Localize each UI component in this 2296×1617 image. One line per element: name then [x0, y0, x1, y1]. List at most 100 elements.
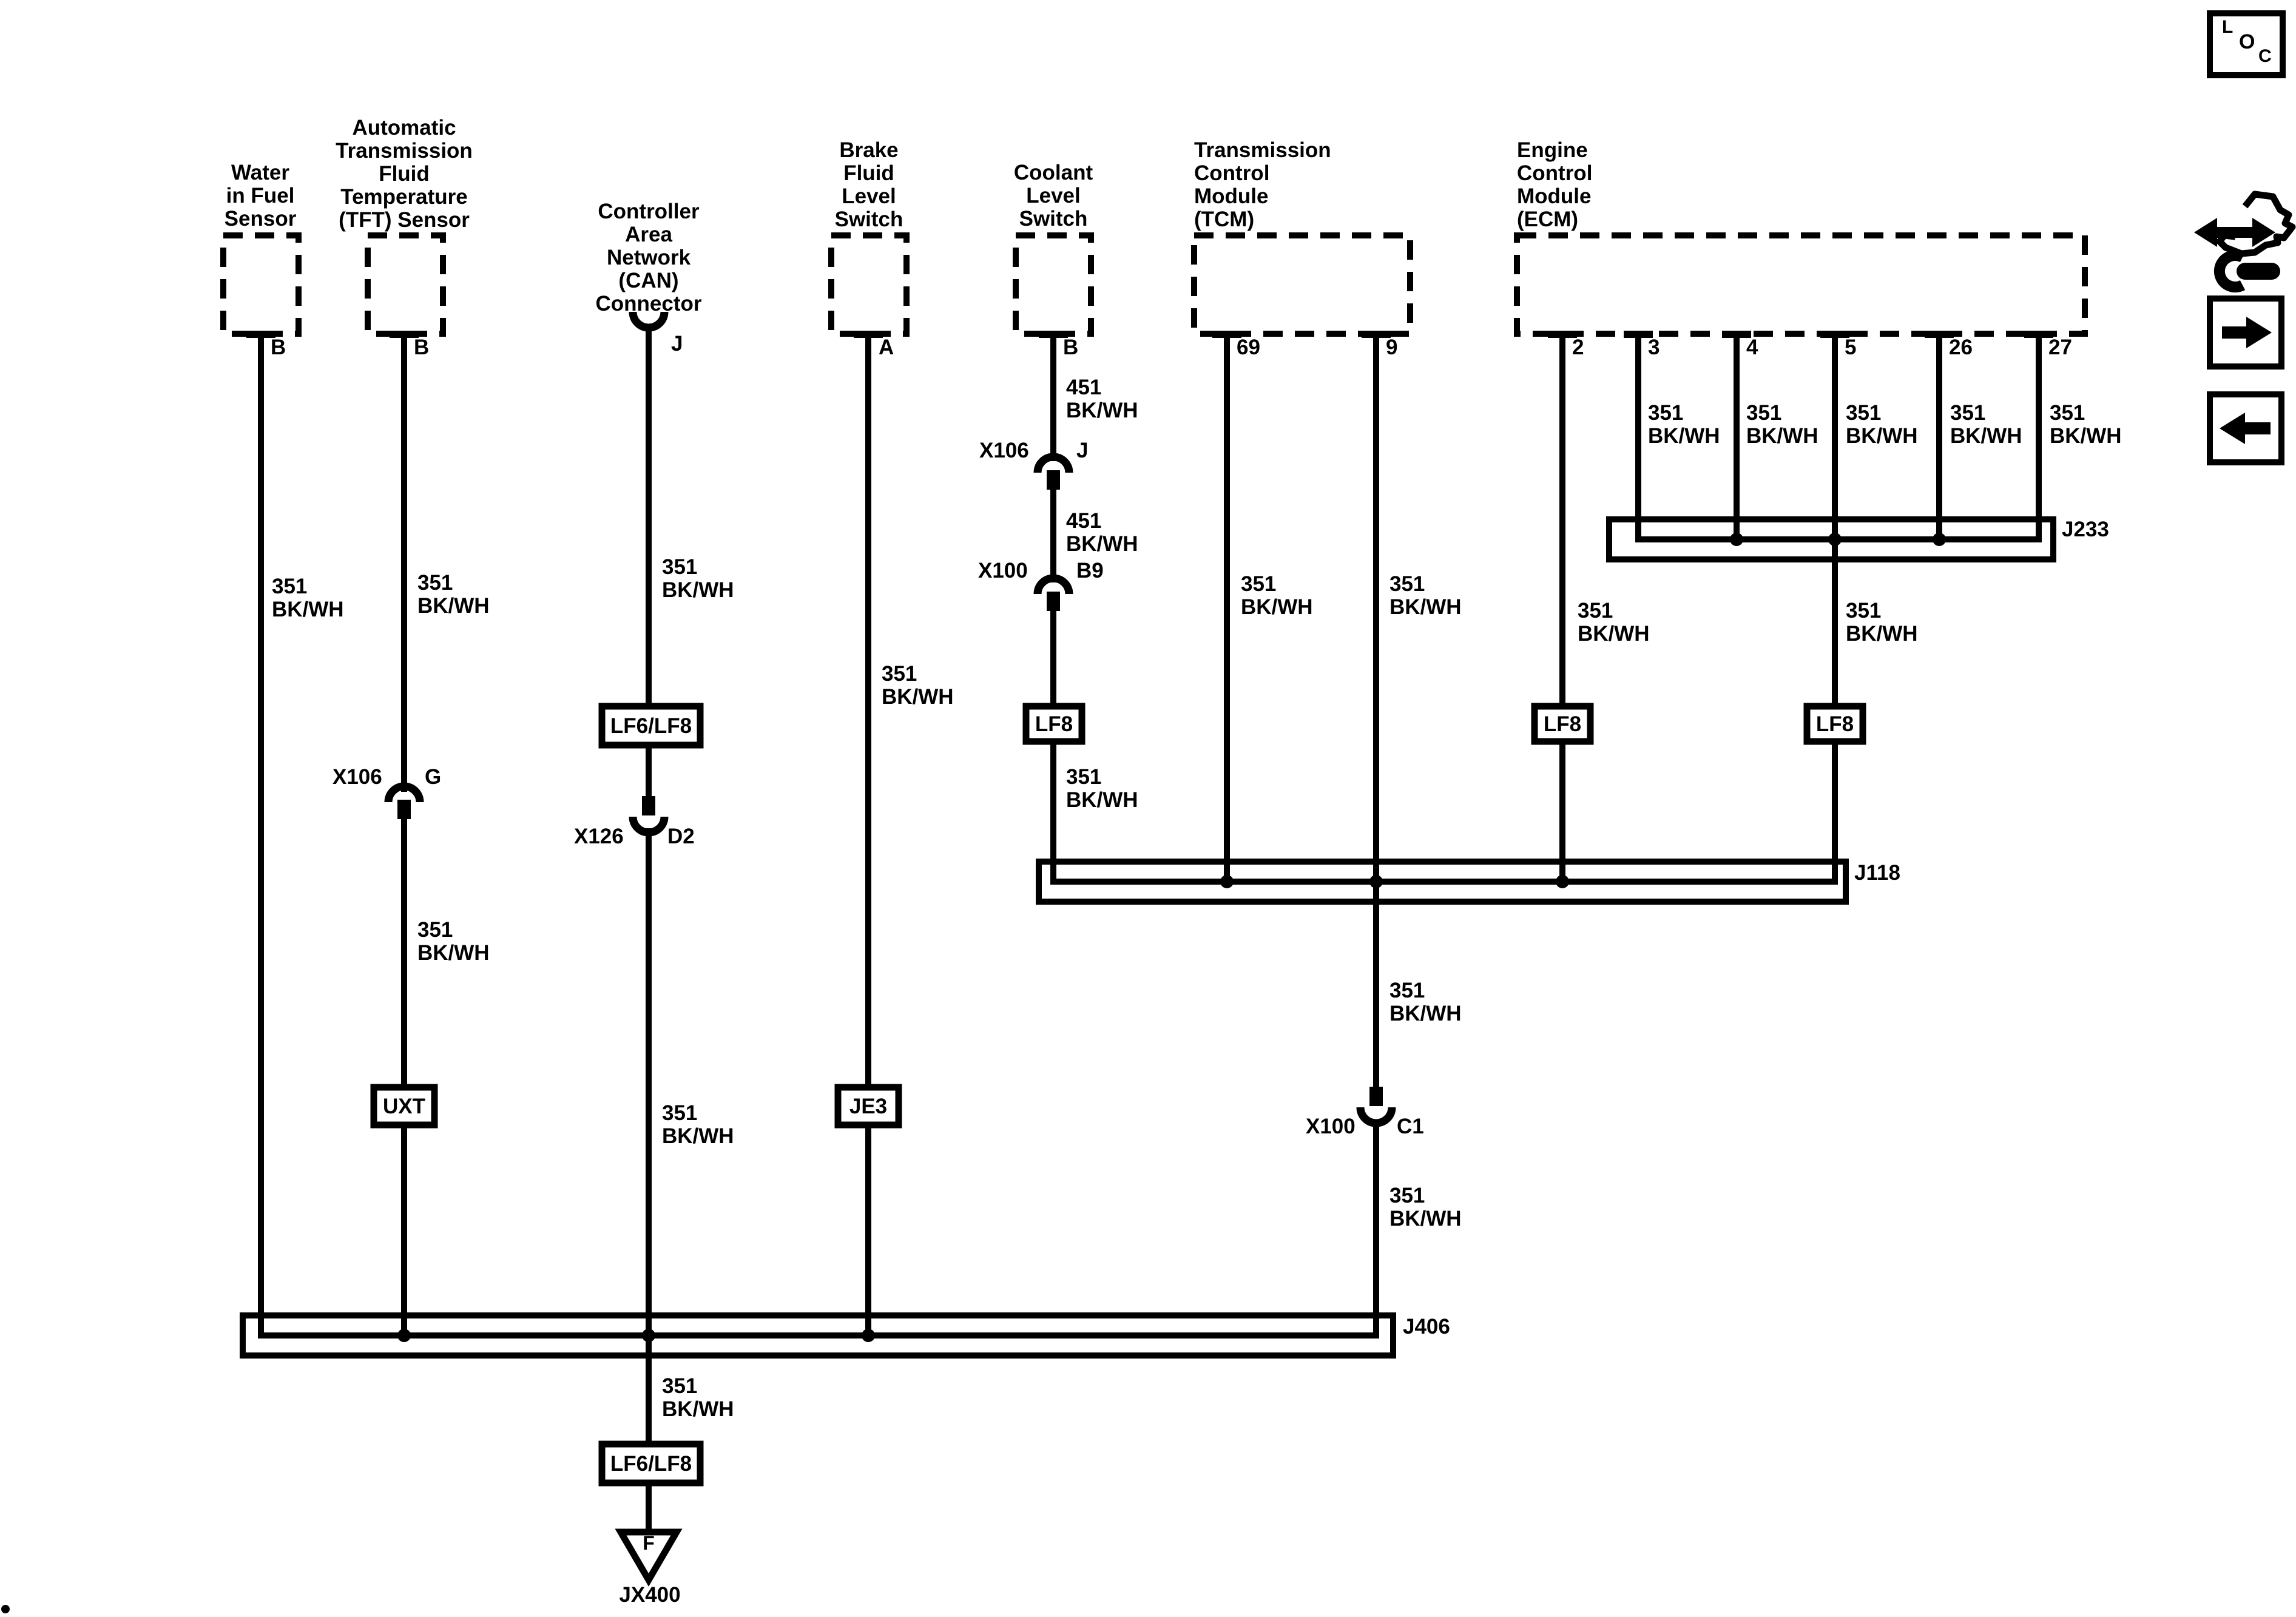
splice-boxes	[370, 703, 1866, 1487]
splice-box-lf8-ecm2	[1531, 703, 1594, 745]
connector-label-x100: X100	[1306, 1115, 1356, 1138]
bus-label-j406: J406	[1403, 1315, 1450, 1338]
pin-ecm-27: 27	[2048, 336, 2072, 359]
pin-can-j: J	[671, 332, 683, 356]
pin-brake-a: A	[879, 336, 894, 359]
wire-label-351: 351 BK/WH	[417, 918, 490, 965]
label-water-in-fuel-sensor: Water in Fuel Sensor	[224, 161, 297, 231]
wire-label-351: 351 BK/WH	[272, 575, 344, 621]
pin-coolant-b: B	[1063, 336, 1079, 359]
bus-bar-j118	[1036, 859, 1849, 905]
bus-label-j118: J118	[1854, 861, 1900, 885]
splice-box-lf6-lf8-can	[598, 703, 704, 749]
wire-label-351: 351 BK/WH	[662, 1374, 734, 1421]
wire-label-351: 351 BK/WH	[1389, 572, 1462, 619]
wire-label-351: 351 BK/WH	[882, 662, 954, 709]
label-coolant-level-switch: Coolant Level Switch	[1013, 161, 1093, 231]
wire-label-351: 351 BK/WH	[662, 555, 734, 602]
tcm-box	[1191, 232, 1413, 337]
bus-label-j233: J233	[2062, 518, 2109, 541]
wire-label-351: 351 BK/WH	[662, 1101, 734, 1148]
pin-water-b: B	[271, 336, 286, 359]
splice-box-lf8-coolant	[1022, 703, 1086, 745]
pin-ecm-3: 3	[1648, 336, 1660, 359]
wire-label-451: 451 BK/WH	[1066, 376, 1138, 422]
connector-cavity-c1: C1	[1397, 1115, 1424, 1138]
wire-label-351: 351 BK/WH	[1389, 979, 1462, 1025]
loc-badge-box[interactable]	[2207, 10, 2286, 78]
label-brake-fluid-level-switch: Brake Fluid Level Switch	[834, 138, 903, 231]
x106-g-connector-symbol	[384, 782, 424, 819]
x126-d2-connector-symbol	[629, 796, 669, 837]
wire-label-351: 351 BK/WH	[1578, 599, 1650, 646]
next-page-button[interactable]	[2207, 295, 2284, 370]
splice-label-lf8: LF8	[1815, 712, 1854, 736]
pin-ecm-5: 5	[1845, 336, 1857, 359]
connector-cavity-j: J	[1076, 439, 1089, 462]
label-tcm: Transmission Control Module (TCM)	[1194, 138, 1331, 231]
previous-page-button[interactable]	[2207, 391, 2284, 465]
label-can-connector: Controller Area Network (CAN) Connector	[595, 200, 702, 316]
water-in-fuel-sensor-box	[220, 232, 302, 337]
bus-bar-j233	[1606, 516, 2056, 562]
tft-sensor-box	[365, 232, 446, 337]
splice-label-lf8: LF8	[1035, 712, 1073, 736]
component-outline-boxes	[220, 232, 2088, 337]
wire-label-351: 351 BK/WH	[1746, 401, 1818, 448]
right-arrow-icon	[2246, 317, 2272, 348]
scan-artifact-dot	[1, 1605, 10, 1613]
ground-pin-f: F	[643, 1532, 655, 1554]
pin-tft-b: B	[414, 336, 430, 359]
loc-letter-c: C	[2258, 46, 2272, 66]
can-connector-symbol	[629, 311, 669, 332]
wrench-jump-icon[interactable]	[2194, 191, 2296, 292]
splice-label-uxt: UXT	[383, 1095, 425, 1118]
x106-j-connector-symbol	[1033, 453, 1073, 490]
loc-letter-l: L	[2222, 17, 2234, 37]
brake-fluid-level-switch-box	[828, 232, 910, 337]
splice-label-lf6-lf8: LF6/LF8	[610, 714, 692, 738]
loc-letter-o: O	[2239, 30, 2255, 53]
splice-label-lf6-lf8: LF6/LF8	[610, 1452, 692, 1476]
connector-label-x126: X126	[574, 825, 624, 848]
pin-tcm-69: 69	[1237, 336, 1260, 359]
x100-c1-connector-symbol	[1356, 1087, 1396, 1127]
pin-ecm-4: 4	[1746, 336, 1758, 359]
coolant-level-switch-box	[1013, 232, 1094, 337]
label-tft-sensor: Automatic Transmission Fluid Temperature…	[336, 116, 473, 232]
ground-circuit-wires	[258, 325, 2042, 1535]
pin-ecm-26: 26	[1949, 336, 1973, 359]
ground-label-jx400: JX400	[619, 1583, 681, 1607]
ecm-box	[1514, 232, 2088, 337]
connector-cavity-g: G	[425, 765, 442, 789]
connector-cavity-b9: B9	[1076, 559, 1104, 582]
connector-label-x106: X106	[333, 765, 382, 789]
bus-bar-j406	[240, 1312, 1396, 1359]
splice-label-lf8: LF8	[1543, 712, 1582, 736]
wire-label-351: 351 BK/WH	[1389, 1184, 1462, 1230]
x100-b9-connector-symbol	[1033, 574, 1073, 611]
wire-label-351: 351 BK/WH	[1846, 599, 1918, 646]
splice-label-je3: JE3	[849, 1095, 888, 1118]
pin-tcm-9: 9	[1386, 336, 1398, 359]
splice-box-lf6-lf8-bottom	[598, 1440, 704, 1487]
wire-label-351: 351 BK/WH	[1648, 401, 1720, 448]
splice-box-lf8-j233	[1803, 703, 1866, 745]
label-ecm: Engine Control Module (ECM)	[1517, 138, 1593, 231]
wire-label-351: 351 BK/WH	[2050, 401, 2122, 448]
wire-label-451: 451 BK/WH	[1066, 509, 1138, 556]
connector-cavity-d2: D2	[667, 825, 695, 848]
wire-label-351: 351 BK/WH	[1846, 401, 1918, 448]
connector-label-x106: X106	[979, 439, 1029, 462]
left-arrow-icon	[2220, 413, 2245, 444]
wire-label-351: 351 BK/WH	[1066, 765, 1138, 812]
ground-triangle-symbol	[615, 1528, 683, 1587]
splice-box-uxt	[370, 1084, 438, 1129]
pin-ecm-2: 2	[1572, 336, 1584, 359]
wire-label-351: 351 BK/WH	[1950, 401, 2022, 448]
wire-label-351: 351 BK/WH	[417, 571, 490, 618]
wire-label-351: 351 BK/WH	[1241, 572, 1313, 619]
connector-label-x100: X100	[978, 559, 1028, 582]
